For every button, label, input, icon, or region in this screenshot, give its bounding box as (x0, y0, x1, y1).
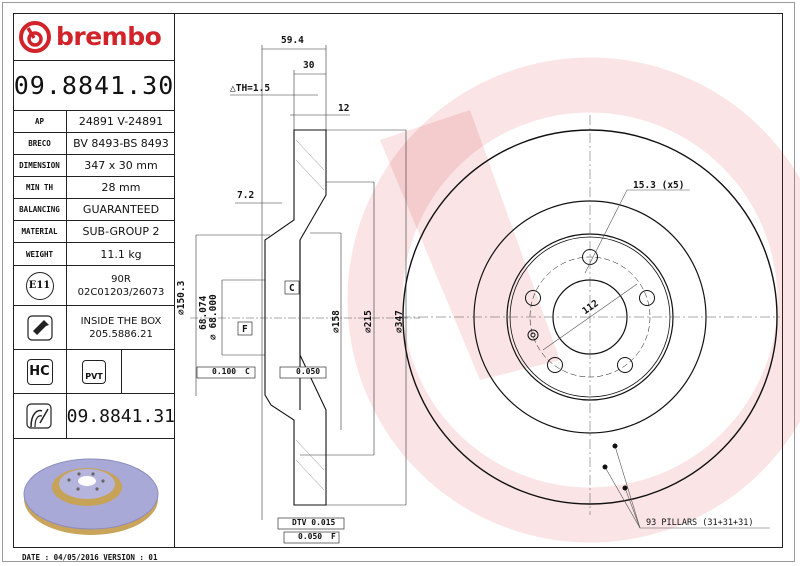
spec-key: BALANCING (13, 199, 67, 220)
info-table: brembo 09.8841.30 AP 24891 V-24891 BRECO… (13, 13, 175, 548)
dim-dia-215: ⌀215 (363, 310, 374, 333)
spec-key: DIMENSION (13, 155, 67, 176)
dim-bore-min: ⌀ 68.000 (208, 294, 219, 340)
part-number: 09.8841.30 (13, 70, 175, 100)
spec-value: SUB-GROUP 2 (82, 225, 160, 238)
hardware-row: INSIDE THE BOX 205.5886.21 (13, 306, 175, 350)
related-part-row: 09.8841.31 (13, 394, 175, 439)
spec-key: WEIGHT (13, 243, 67, 265)
spec-row-breco: BRECO BV 8493-BS 8493 (13, 133, 175, 155)
datum-c: C (289, 283, 295, 294)
parallelism-tolerance: 0.100 (212, 367, 237, 376)
spec-row-weight: WEIGHT 11.1 kg (13, 243, 175, 266)
dim-thickness: 30 (303, 60, 315, 71)
spec-value: 347 x 30 mm (84, 159, 158, 172)
spec-row-dimension: DIMENSION 347 x 30 mm (13, 155, 175, 177)
dim-dia-347: ⌀347 (394, 310, 405, 333)
dtv-tolerance: DTV 0.015 (292, 518, 336, 527)
spec-value: GUARANTEED (82, 203, 160, 216)
hc-badge-icon: HC (13, 350, 67, 393)
part-number-row: 09.8841.30 (13, 60, 175, 111)
brand-name: brembo (56, 22, 162, 51)
dim-dia-150: ⌀150.3 (176, 280, 187, 315)
dim-friction-ring: 12 (338, 103, 350, 114)
spec-key: MIN TH (13, 177, 67, 198)
runout-tolerance: 0.050 (298, 532, 323, 541)
spec-value: BV 8493-BS 8493 (73, 137, 169, 150)
screw-icon (13, 306, 67, 349)
dim-delta-th: △TH=1.5 (230, 83, 271, 94)
badges-row: HC PVT (13, 350, 175, 394)
bolt-holes-label: 15.3 (x5) (633, 180, 685, 191)
e11-mark-icon: E11 (13, 266, 67, 305)
dim-dia-158: ⌀158 (331, 310, 342, 333)
spec-key: MATERIAL (13, 221, 67, 242)
dim-overall-width: 59.4 (281, 35, 304, 46)
spec-row-min-th: MIN TH 28 mm (13, 177, 175, 199)
footer-date-version: DATE : 04/05/2016 VERSION : 01 (22, 553, 158, 562)
pvt-badge-icon: PVT (67, 350, 122, 393)
pillars-label: 93 PILLARS (31+31+31) (646, 518, 754, 528)
disc-render-image (13, 439, 175, 547)
related-part-number: 09.8841.31 (66, 405, 175, 427)
spec-key: AP (13, 111, 67, 132)
spec-key: BRECO (13, 133, 67, 154)
approval-row: E11 90R 02C01203/26073 (13, 266, 175, 306)
spec-row-balancing: BALANCING GUARANTEED (13, 199, 175, 221)
disc-kit-icon (13, 394, 67, 438)
approval-text: 90R 02C01203/26073 (77, 273, 165, 298)
spec-value: 24891 V-24891 (78, 115, 164, 128)
datum-f: F (242, 324, 248, 335)
flatness-tolerance: 0.050 (296, 367, 321, 376)
hardware-text: INSIDE THE BOX 205.5886.21 (80, 315, 162, 340)
spec-value: 11.1 kg (100, 247, 142, 261)
brand-logo: brembo (13, 13, 175, 61)
drawing-sheet (13, 13, 783, 548)
runout-ref: F (331, 532, 336, 541)
spec-row-ap: AP 24891 V-24891 (13, 111, 175, 133)
spec-row-material: MATERIAL SUB-GROUP 2 (13, 221, 175, 243)
spec-value: 28 mm (101, 181, 141, 194)
dim-hat-offset: 7.2 (237, 190, 255, 201)
parallelism-ref: C (245, 367, 250, 376)
brembo-logo-icon (19, 20, 51, 53)
